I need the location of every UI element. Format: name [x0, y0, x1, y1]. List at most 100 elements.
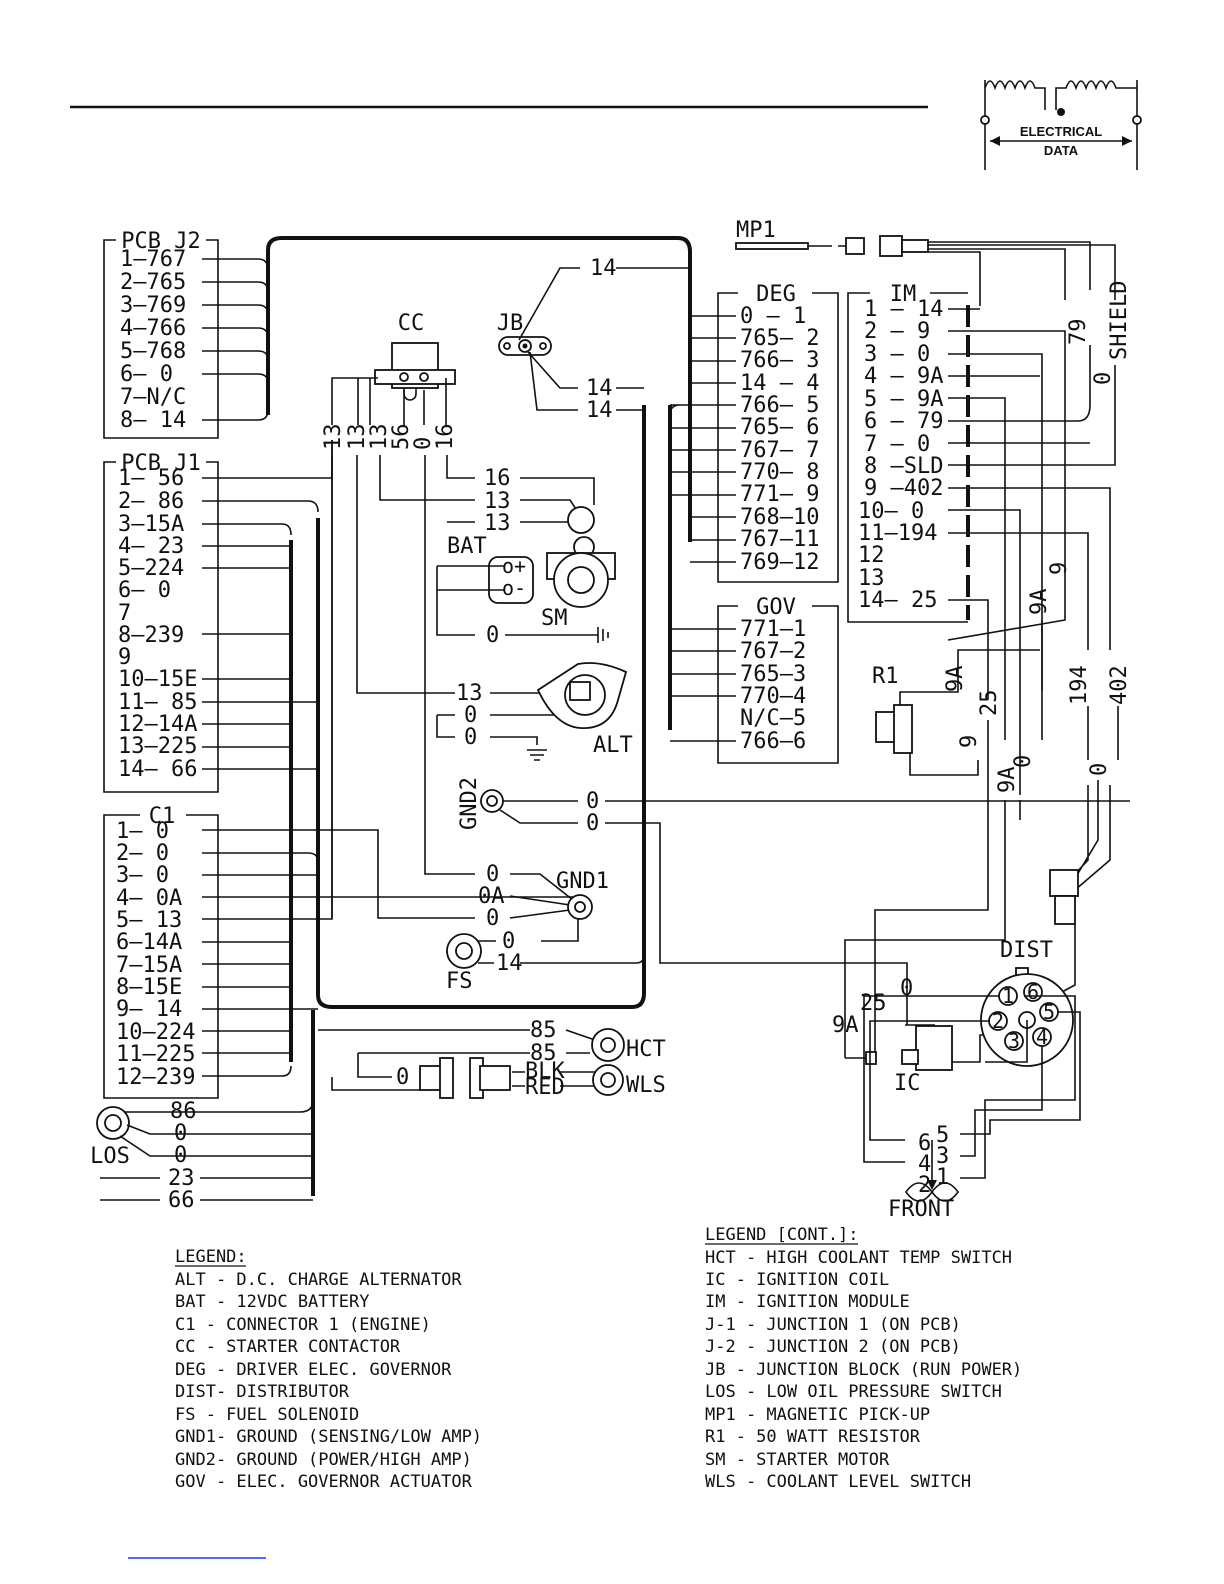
im-row-10: 10— 0 — [858, 499, 924, 524]
alt-wire-0a: 0 — [464, 703, 477, 728]
deg-row-12: 769—12 — [740, 550, 819, 575]
pcb-j1-row-3: 3—15A — [118, 512, 184, 537]
pcb-j1-row-4: 4— 23 — [118, 534, 184, 559]
im-block: IM 1 — 14 2 — 9 3 — 0 4 — 9A 5 — 9A 6 — … — [847, 281, 1132, 891]
fs-wire-14: 14 — [496, 951, 523, 976]
gnd1-wire-0b: 0 — [486, 906, 499, 931]
dist-label: DIST — [1000, 938, 1053, 963]
im-row-11: 11—194 — [858, 521, 937, 546]
los-wire-66: 66 — [168, 1188, 195, 1213]
legend-item-3: C1 - CONNECTOR 1 (ENGINE) — [175, 1315, 431, 1335]
im-row-4: 4 — 9A — [864, 364, 943, 389]
pcb-j1-row-7: 7 — [118, 601, 131, 626]
c1-row-11: 11—225 — [116, 1042, 195, 1067]
pcb-j1-row-12: 12—14A — [118, 712, 197, 737]
deg-row-7: 767— 7 — [740, 438, 819, 463]
bat-label: BAT — [447, 534, 487, 559]
c1-row-1: 1— 0 — [116, 819, 169, 844]
dist-term-3: 3 — [1008, 1029, 1020, 1053]
jb-wire-14a: 14 — [590, 256, 617, 281]
cap-num-6: 6 — [918, 1131, 931, 1156]
im-row-6: 6 — 79 — [864, 409, 943, 434]
junction-block: JB 14 14 14 — [497, 256, 690, 423]
c1-row-7: 7—15A — [116, 953, 182, 978]
mid-wire-25: 25 — [977, 690, 1002, 717]
deg-row-6: 765— 6 — [740, 415, 819, 440]
deg-block: DEG 0 — 1 765— 2 766— 3 14 — 4 766— 5 76… — [669, 282, 839, 583]
los-wire-0a: 0 — [174, 1121, 187, 1146]
los-wire-0b: 0 — [174, 1143, 187, 1168]
legend: LEGEND: ALT - D.C. CHARGE ALTERNATOR BAT… — [175, 1247, 482, 1492]
cc-label: CC — [398, 311, 425, 336]
cc-wire-5: 0 — [411, 437, 436, 450]
wls-wire-blk: BLK — [525, 1059, 565, 1084]
svg-text:o-: o- — [502, 576, 526, 600]
dist-term-6: 6 — [1027, 980, 1039, 1004]
alt-label: ALT — [593, 733, 633, 758]
deg-row-10: 768—10 — [740, 505, 819, 530]
deg-row-1: 0 — 1 — [740, 304, 806, 329]
wls-label: WLS — [626, 1073, 666, 1098]
legend-item-1: ALT - D.C. CHARGE ALTERNATOR — [175, 1270, 462, 1290]
im-row-8: 8 —SLD — [864, 454, 943, 479]
pcb-j2-row-3: 3—769 — [120, 293, 186, 318]
deg-row-9: 771— 9 — [740, 482, 819, 507]
battery — [488, 556, 534, 604]
c1-row-6: 6—14A — [116, 930, 182, 955]
badge-line1: ELECTRICAL — [1020, 124, 1102, 139]
r1-wire-9: 9 — [957, 735, 982, 748]
electrical-data-badge: ELECTRICAL DATA — [980, 80, 1142, 170]
legend-item-8: GND1- GROUND (SENSING/LOW AMP) — [175, 1427, 482, 1447]
legend-title: LEGEND: — [175, 1247, 247, 1267]
pcb-j1-row-8: 8—239 — [118, 623, 184, 648]
pcb-j1-title: PCB J1 — [121, 451, 200, 476]
c1-row-3: 3— 0 — [116, 863, 169, 888]
harness-main — [266, 236, 692, 542]
deg-row-5: 766— 5 — [740, 393, 819, 418]
legend-cont-item-3: IM - IGNITION MODULE — [705, 1292, 910, 1312]
jb-label: JB — [497, 311, 524, 336]
cap-num-4: 4 — [918, 1152, 931, 1177]
hct-wire-85a: 85 — [530, 1018, 557, 1043]
im-row-12: 12 — [858, 543, 885, 568]
los-wire-23: 23 — [168, 1166, 195, 1191]
deg-title: DEG — [756, 282, 796, 307]
pcb-j1-row-6: 6— 0 — [118, 578, 171, 603]
gov-row-5: N/C—5 — [740, 706, 806, 731]
c1-row-2: 2— 0 — [116, 841, 169, 866]
gnd2-wire-0a: 0 — [586, 789, 599, 814]
gnd1: 0 0A 0 GND1 — [478, 862, 609, 942]
legend-cont-item-11: WLS - COOLANT LEVEL SWITCH — [705, 1472, 971, 1492]
jb-wire-14b: 14 — [586, 376, 613, 401]
wls-wire-0: 0 — [396, 1065, 409, 1090]
legend-item-2: BAT - 12VDC BATTERY — [175, 1292, 369, 1312]
pcb-j1-row-14: 14— 66 — [118, 757, 197, 782]
cap-num-5: 5 — [936, 1123, 949, 1148]
hct-wire-85b: 85 — [530, 1041, 557, 1066]
im-wire-9a: 9A — [1027, 589, 1052, 616]
deg-row-2: 765— 2 — [740, 326, 819, 351]
legend-item-10: GOV - ELEC. GOVERNOR ACTUATOR — [175, 1472, 473, 1492]
c1-block: C1 1— 0 2— 0 3— 0 4— 0A 5— 13 6—14A 7—15… — [103, 440, 578, 1099]
legend-cont-item-5: J-2 - JUNCTION 2 (ON PCB) — [705, 1337, 961, 1357]
im-row-9: 9 —402 — [864, 476, 943, 501]
pcb-j2-row-6: 6— 0 — [120, 362, 173, 387]
gov-row-3: 765—3 — [740, 662, 806, 687]
pcb-j2-row-5: 5—768 — [120, 339, 186, 364]
pcb-j2-row-8: 8— 14 — [120, 408, 186, 433]
legend-item-9: GND2- GROUND (POWER/HIGH AMP) — [175, 1450, 472, 1470]
starter-motor: 16 13 13 SM BAT o+o- 0 — [436, 466, 616, 648]
cap-num-3: 3 — [936, 1144, 949, 1169]
c1-row-4: 4— 0A — [116, 886, 182, 911]
im-wire-79: 79 — [1066, 319, 1091, 346]
pcb-j1-row-11: 11— 85 — [118, 690, 197, 715]
cc-wire-4: 56 — [389, 424, 414, 451]
distributor: DIST 1 6 2 5 3 4 — [863, 869, 1081, 1179]
c1-row-12: 12—239 — [116, 1065, 195, 1090]
badge-line2: DATA — [1044, 143, 1079, 158]
alt-wire-13: 13 — [456, 681, 483, 706]
pcb-j1-row-1: 1— 56 — [118, 466, 184, 491]
legend-item-5: DEG - DRIVER ELEC. GOVERNOR — [175, 1360, 452, 1380]
gnd2: GND2 0 0 — [457, 777, 1130, 1025]
